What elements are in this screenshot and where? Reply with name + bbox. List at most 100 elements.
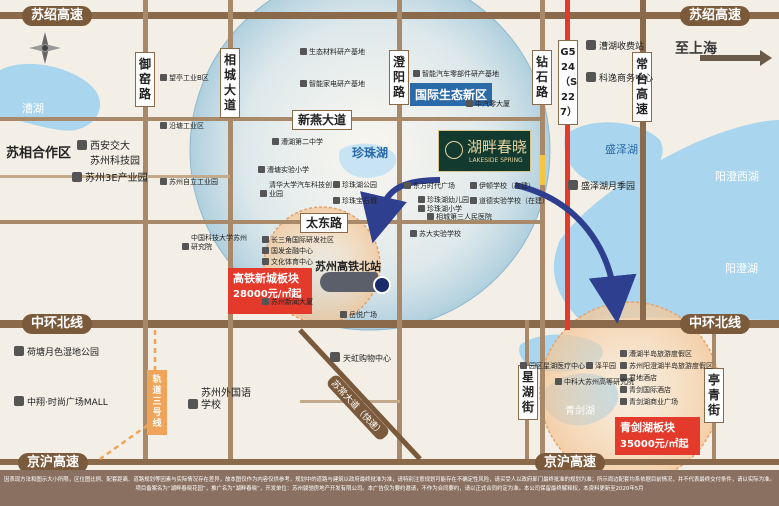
- building-icon: [182, 243, 189, 250]
- project-badge: 湖畔春晓 LAKESIDE SPRING: [438, 130, 531, 172]
- hsr-north-station-label: 苏州高铁北站: [315, 260, 381, 273]
- poi: 漕湖收费站: [586, 40, 644, 53]
- poi: 园区星湖医疗中心: [520, 362, 585, 371]
- hospital-icon: [427, 213, 434, 220]
- factory-icon: [300, 48, 307, 55]
- school-icon: [470, 182, 477, 189]
- factory-icon: [300, 80, 307, 87]
- suzhou-tech-label: 苏州科技园: [90, 156, 140, 167]
- project-name-en: LAKESIDE SPRING: [469, 157, 523, 164]
- poi: 伊顿学校（在建）: [470, 182, 535, 191]
- factory-icon: [160, 122, 167, 129]
- school-icon: [188, 399, 198, 409]
- building-icon: [466, 100, 473, 107]
- yuxi-road-label: 御窑路: [135, 52, 155, 107]
- qingjian-plate-title: 青剑湖板块: [620, 421, 675, 434]
- poi: 智能家电研产基地: [300, 80, 365, 89]
- yangcheng-west-label: 阳澄西湖: [715, 170, 759, 183]
- poi: 望亭工业B区: [160, 74, 209, 83]
- suzhou-3e-poi: 苏州3E产业园: [72, 172, 148, 185]
- toll-icon: [586, 40, 596, 50]
- building-icon: [262, 236, 269, 243]
- poi: 智能汽车零部件研产基地: [413, 70, 499, 79]
- factory-icon: [160, 178, 167, 185]
- shengze-lake-shape: [564, 122, 663, 186]
- poi: 道德实验学校（在建）: [470, 197, 549, 206]
- park-icon: [586, 362, 593, 369]
- shop-icon: [340, 311, 347, 318]
- poi: 苏州自立工业园: [160, 178, 218, 187]
- suchang-road-line: [298, 328, 422, 461]
- suzhou-3e-text: 苏州3E产业园: [85, 173, 148, 184]
- hotel-icon: [620, 374, 627, 381]
- train-icon: [320, 272, 378, 292]
- g524-road-label: G524（S227）: [558, 40, 578, 125]
- factory-icon: [413, 70, 420, 77]
- poi: 国发金融中心: [262, 247, 313, 256]
- jinghu-left-label: 京沪高速: [18, 453, 89, 473]
- jinghu-road-line: [0, 459, 779, 465]
- qingjian-plate-box: 青剑湖板块 35000元/㎡起: [615, 417, 700, 455]
- compass-icon: [29, 32, 61, 64]
- poi: 漕湖第二中学: [272, 138, 323, 147]
- bank-icon: [262, 247, 269, 254]
- hospital-icon: [520, 362, 527, 369]
- poi: 中科大苏州高等研究院: [555, 378, 634, 387]
- xiangcheng-road-label: 相城大道: [220, 48, 240, 118]
- poi: 珍珠宝石城: [333, 197, 377, 206]
- kehu-lake-shape: [0, 63, 101, 131]
- hsr-plate-title: 高铁新城板块: [233, 272, 299, 285]
- building-icon: [262, 298, 269, 305]
- jinghu-right-label: 京沪高速: [535, 453, 606, 473]
- poi: 盛泽湖月季园: [568, 180, 635, 193]
- g524-road-line: [565, 0, 570, 330]
- building-icon: [586, 72, 596, 82]
- factory-icon: [160, 74, 167, 81]
- xinyan-road-line: [0, 117, 545, 121]
- xiangcheng-road-line: [228, 0, 233, 459]
- poi: 泽平园: [586, 362, 616, 371]
- poi: 沿塘工业区: [160, 122, 204, 131]
- shop-icon: [404, 182, 411, 189]
- poi: 文化体育中心: [262, 258, 313, 267]
- shop-icon: [620, 398, 627, 405]
- tinghu-road-label: 亭青街: [704, 368, 724, 423]
- suzhou-shaoxing-road-label: 苏绍高速: [22, 6, 93, 26]
- school-icon: [418, 196, 425, 203]
- poi: 珍珠湖幼儿园: [418, 196, 469, 205]
- kehu-lake-label: 漕湖: [22, 102, 44, 115]
- footer-disclaimer: 因表现方法和图示大小所限，区位图比例、配套距离、道路规划等因素与实际情况存在差异…: [0, 470, 779, 506]
- park-icon: [568, 180, 578, 190]
- building-icon: [555, 378, 562, 385]
- poi: 青剑湖商业广场: [620, 398, 678, 407]
- poi: 中翔·时尚广场MALL: [14, 396, 108, 409]
- poi: 天虹购物中心: [330, 352, 391, 365]
- school-icon: [258, 166, 265, 173]
- park-icon: [14, 346, 24, 356]
- poi: 漕湖半岛旅游度假区: [620, 350, 692, 359]
- poi: 东方时代广场: [404, 182, 455, 191]
- station-icon: [373, 276, 391, 294]
- arrow-to-qingjian: [514, 182, 637, 324]
- to-shanghai-arrow-icon: [700, 50, 772, 66]
- poi: 荷塘月色湿地公园: [14, 346, 99, 359]
- poi: 相城第三人民医院: [427, 213, 492, 222]
- gym-icon: [262, 258, 269, 265]
- poi: 清华大学汽车科技创业园: [260, 181, 335, 199]
- poi: 漕塘实验小学: [258, 166, 309, 175]
- suxiang-coop-label: 苏相合作区: [6, 146, 72, 161]
- zuanshi-road-line: [540, 0, 545, 459]
- taidong-road-label: 太东路: [300, 213, 349, 233]
- xinyan-road-label: 新燕大道: [292, 110, 353, 130]
- shop-icon: [330, 352, 340, 362]
- shop-icon: [333, 197, 340, 204]
- project-marker-line: [540, 155, 545, 185]
- hsr-plate-price: 28000元/㎡起: [233, 289, 302, 300]
- school-icon: [272, 138, 279, 145]
- xian-jiaoda-text: 西安交大: [90, 141, 130, 152]
- project-name: 湖畔春晓: [467, 138, 528, 156]
- poi: 中国科技大学苏州研究院: [182, 234, 249, 252]
- poi: 科逸商务中心: [586, 72, 653, 85]
- park-icon: [620, 350, 627, 357]
